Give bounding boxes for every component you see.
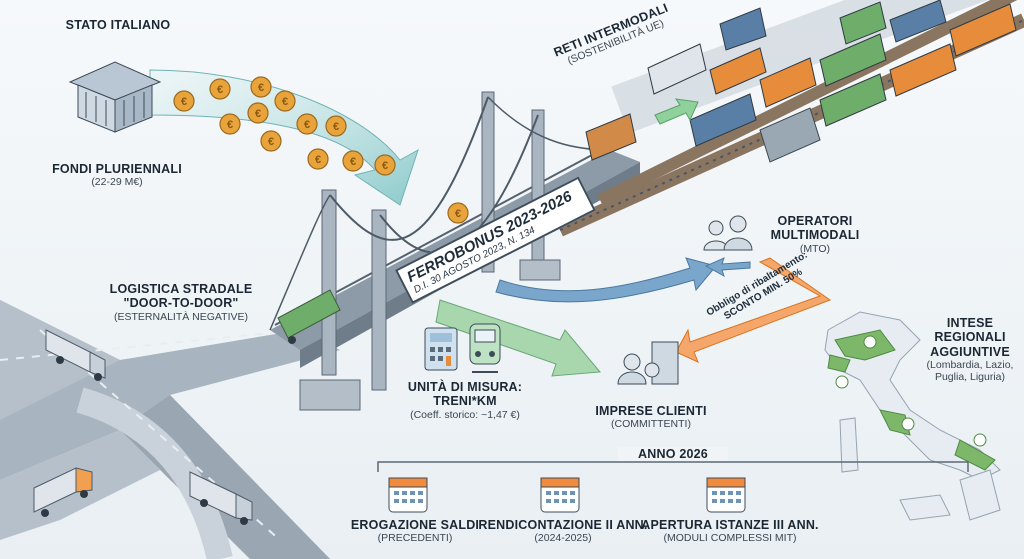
blue-return-arrow	[704, 257, 751, 278]
svg-text:€: €	[268, 136, 274, 148]
milestone-1-subtitle: (PRECEDENTI)	[377, 532, 453, 545]
client-building-icon	[617, 341, 679, 385]
road-subtitle: (ESTERNALITÀ NEGATIVE)	[114, 310, 248, 323]
road-label: LOGISTICA STRADALE "DOOR-TO-DOOR" (ESTER…	[96, 282, 266, 323]
milestone-3-title: APERTURA ISTANZE III ANN.	[641, 518, 819, 532]
milestone-1: EROGAZIONE SALDI (PRECEDENTI)	[340, 518, 490, 544]
milestone-2: RENDICONTAZIONE II ANN. (2024-2025)	[478, 518, 648, 544]
regions-title-3: AGGIUNTIVE	[930, 344, 1010, 359]
small-green-arrow	[654, 98, 699, 125]
milestone-2-subtitle: (2024-2025)	[534, 532, 592, 545]
svg-text:€: €	[304, 119, 310, 131]
svg-text:€: €	[282, 96, 288, 108]
truck-icon	[277, 289, 341, 344]
state-label: STATO ITALIANO	[58, 18, 178, 32]
regions-list-2: Puglia, Liguria)	[934, 371, 1006, 384]
road-title-2: "DOOR-TO-DOOR"	[123, 296, 239, 311]
operators-subtitle: (MTO)	[799, 242, 831, 255]
clients-subtitle: (COMMITTENTI)	[611, 418, 691, 431]
road-title-1: LOGISTICA STRADALE	[109, 282, 253, 296]
calendar-icon	[540, 477, 580, 513]
unit-title-2: TRENI*KM	[433, 394, 497, 409]
italy-map	[824, 311, 1001, 521]
bank-icon	[68, 61, 162, 133]
svg-text:€: €	[382, 160, 388, 172]
funds-amount: (22-29 M€)	[91, 176, 143, 189]
svg-text:€: €	[227, 119, 233, 131]
unit-title-1: UNITÀ DI MISURA:	[407, 380, 523, 394]
svg-text:€: €	[455, 208, 461, 220]
train-icon	[585, 0, 1017, 163]
regions-label: INTESE REGIONALI AGGIUNTIVE (Lombardia, …	[918, 316, 1022, 383]
regions-title-2: REGIONALI	[934, 330, 1006, 345]
svg-text:€: €	[350, 156, 356, 168]
clients-title: IMPRESE CLIENTI	[595, 404, 707, 418]
funds-label: FONDI PLURIENNALI (22-29 M€)	[52, 162, 182, 188]
svg-text:€: €	[181, 96, 187, 108]
state-title: STATO ITALIANO	[65, 18, 171, 32]
operators-label: OPERATORI MULTIMODALI (MTO)	[760, 214, 870, 255]
year-title: ANNO 2026	[638, 447, 708, 461]
clients-label: IMPRESE CLIENTI (COMMITTENTI)	[586, 404, 716, 430]
train-icon	[469, 323, 501, 373]
regions-list-1: (Lombardia, Lazio,	[926, 359, 1014, 372]
svg-text:€: €	[217, 84, 223, 96]
svg-text:€: €	[258, 82, 264, 94]
truck-icon	[45, 329, 106, 381]
calendar-icon	[388, 477, 428, 513]
blue-flow-arrow	[495, 257, 717, 303]
milestone-1-title: EROGAZIONE SALDI	[350, 518, 480, 532]
year-label: ANNO 2026	[618, 447, 728, 462]
unit-label: UNITÀ DI MISURA: TRENI*KM (Coeff. storic…	[395, 380, 535, 421]
unit-coef: (Coeff. storico: ~1,47 €)	[410, 408, 520, 421]
operators-title-1: OPERATORI	[777, 214, 853, 228]
operator-people-icon	[703, 215, 753, 251]
svg-text:€: €	[315, 154, 321, 166]
milestone-3-subtitle: (MODULI COMPLESSI MIT)	[663, 532, 797, 545]
calendar-icon	[706, 477, 746, 513]
orange-discount-arrow	[675, 257, 832, 363]
truck-icon	[33, 467, 93, 517]
calculator-icon	[424, 327, 458, 371]
svg-text:€: €	[255, 108, 261, 120]
operators-title-2: MULTIMODALI	[770, 228, 860, 243]
regions-title-1: INTESE	[946, 316, 994, 330]
year-bracket	[377, 461, 969, 472]
milestone-3: APERTURA ISTANZE III ANN. (MODULI COMPLE…	[640, 518, 820, 544]
milestone-2-title: RENDICONTAZIONE II ANN.	[478, 518, 648, 532]
funds-title: FONDI PLURIENNALI	[52, 162, 182, 176]
svg-text:€: €	[333, 121, 339, 133]
truck-icon	[189, 471, 253, 525]
euro-coin-icon	[173, 76, 469, 224]
